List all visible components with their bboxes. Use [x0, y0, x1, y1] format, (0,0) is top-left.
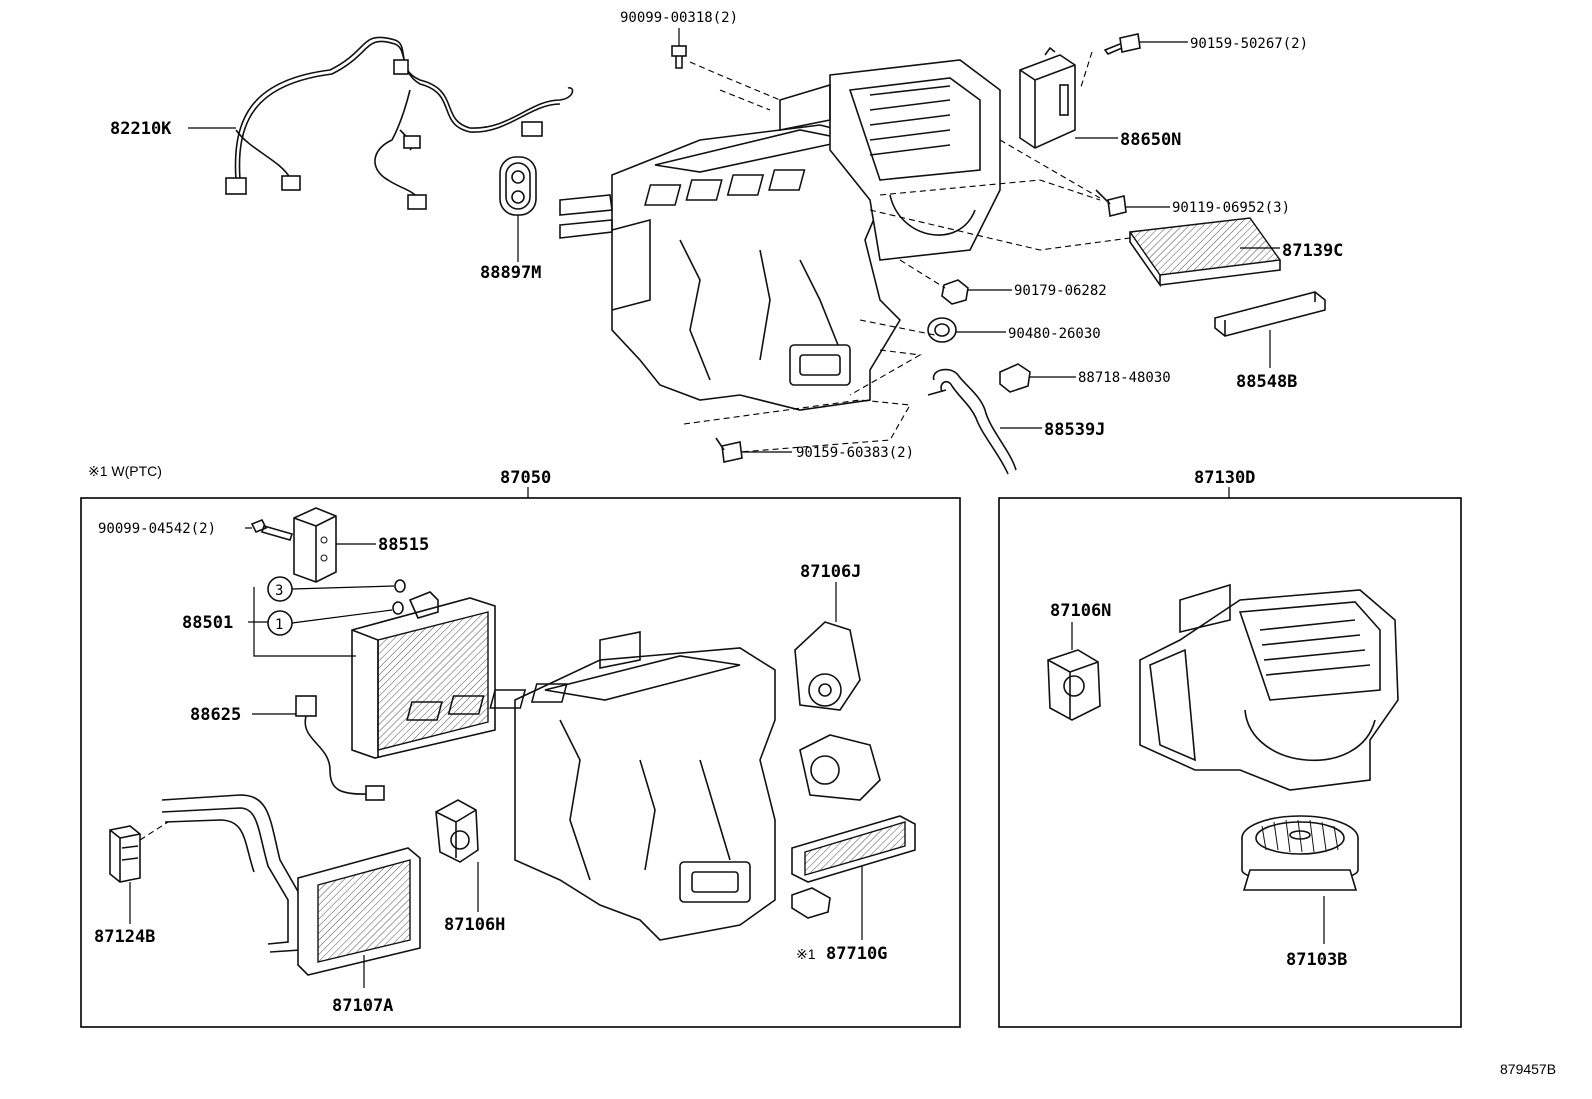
- clip-90179-06282[interactable]: [941, 279, 969, 305]
- screw-90159-60383[interactable]: [715, 437, 743, 463]
- guide-line: [139, 821, 169, 841]
- label-90179-06282: 90179-06282: [1014, 283, 1107, 299]
- leader-lines-left: [129, 527, 863, 988]
- ptc-heater-87710g[interactable]: [791, 815, 916, 919]
- leader-lines-right: [1071, 622, 1325, 944]
- guide-line: [1079, 51, 1093, 91]
- wire-harness-82210k[interactable]: [225, 36, 574, 210]
- svg-text:3: 3: [275, 583, 283, 599]
- guide-line: [999, 139, 1101, 199]
- label-87106h: 87106H: [444, 915, 505, 935]
- bolt-90099-04542[interactable]: [250, 518, 294, 541]
- blower-case-87130d[interactable]: [1139, 583, 1399, 791]
- leader-lines-top: [188, 28, 1280, 453]
- expansion-valve-88515[interactable]: [293, 507, 337, 583]
- servo-motor-87106n[interactable]: [1047, 649, 1101, 721]
- bracket-87124b[interactable]: [109, 825, 141, 883]
- label-88718-48030: 88718-48030: [1078, 370, 1171, 386]
- heater-case-87050[interactable]: [406, 631, 776, 941]
- label-88539j: 88539J: [1044, 420, 1105, 440]
- label-87106n: 87106N: [1050, 601, 1111, 621]
- sensor-88625[interactable]: [295, 695, 385, 801]
- note-ptc: ※1 W(PTC): [88, 463, 162, 479]
- label-90099-04542: 90099-04542(2): [98, 521, 216, 537]
- guide-line: [859, 319, 936, 336]
- label-87107a: 87107A: [332, 996, 393, 1016]
- callout-circle-3: 3: [267, 576, 293, 602]
- guide-line: [899, 259, 946, 289]
- screw-90119-06952[interactable]: [1095, 189, 1127, 217]
- catalog-number: 879457B: [1500, 1061, 1556, 1077]
- label-88650n: 88650N: [1120, 130, 1181, 150]
- label-90159-60383: 90159-60383(2): [796, 445, 914, 461]
- frame-87130d: [998, 497, 1462, 1028]
- label-88501: 88501: [182, 613, 233, 633]
- air-filter-87139c[interactable]: [1128, 217, 1282, 288]
- label-90159-50267: 90159-50267(2): [1190, 36, 1308, 52]
- label-88897m: 88897M: [480, 263, 541, 283]
- group-label-87130d: 87130D: [1194, 468, 1255, 488]
- servo-motor-87106h[interactable]: [435, 799, 479, 863]
- label-90119-06952: 90119-06952(3): [1172, 200, 1290, 216]
- grommet-88897m[interactable]: [499, 156, 537, 216]
- label-87103b: 87103B: [1286, 950, 1347, 970]
- heater-core-87107a[interactable]: [161, 794, 421, 976]
- label-88515: 88515: [378, 535, 429, 555]
- grommet-90480-26030[interactable]: [927, 317, 957, 343]
- screw-90159-50267[interactable]: [1103, 33, 1141, 55]
- filter-cover-88548b[interactable]: [1214, 291, 1326, 337]
- hose-88539j[interactable]: [927, 368, 1017, 475]
- guide-line: [689, 61, 781, 101]
- guide-line: [879, 179, 1101, 201]
- sensor-88718-48030[interactable]: [999, 363, 1031, 393]
- svg-text:1: 1: [275, 617, 283, 633]
- screw-90099-00318[interactable]: [671, 45, 687, 69]
- blower-motor-87103b[interactable]: [1241, 815, 1359, 891]
- air-conditioning-unit-main[interactable]: [559, 59, 1001, 411]
- label-87710g-prefix: ※1: [796, 946, 816, 962]
- guide-line: [869, 209, 1131, 251]
- label-87106j: 87106J: [800, 562, 861, 582]
- label-90099-00318: 90099-00318(2): [620, 10, 738, 26]
- guide-line: [849, 349, 922, 396]
- frame-87050: [80, 497, 961, 1028]
- label-87139c: 87139C: [1282, 241, 1343, 261]
- label-88548b: 88548B: [1236, 372, 1297, 392]
- o-ring-3[interactable]: [394, 579, 406, 593]
- servo-motor-87106j[interactable]: [794, 621, 881, 801]
- label-88625: 88625: [190, 705, 241, 725]
- callout-circle-1: 1: [267, 610, 293, 636]
- label-82210k: 82210K: [110, 119, 172, 139]
- label-87124b: 87124B: [94, 927, 155, 947]
- evaporator-88501[interactable]: [351, 591, 496, 759]
- o-ring-1[interactable]: [392, 601, 404, 615]
- group-label-87050: 87050: [500, 468, 551, 488]
- guide-line: [719, 89, 771, 111]
- label-87710g: 87710G: [826, 944, 887, 964]
- label-90480-26030: 90480-26030: [1008, 326, 1101, 342]
- control-module-88650n[interactable]: [1019, 46, 1076, 149]
